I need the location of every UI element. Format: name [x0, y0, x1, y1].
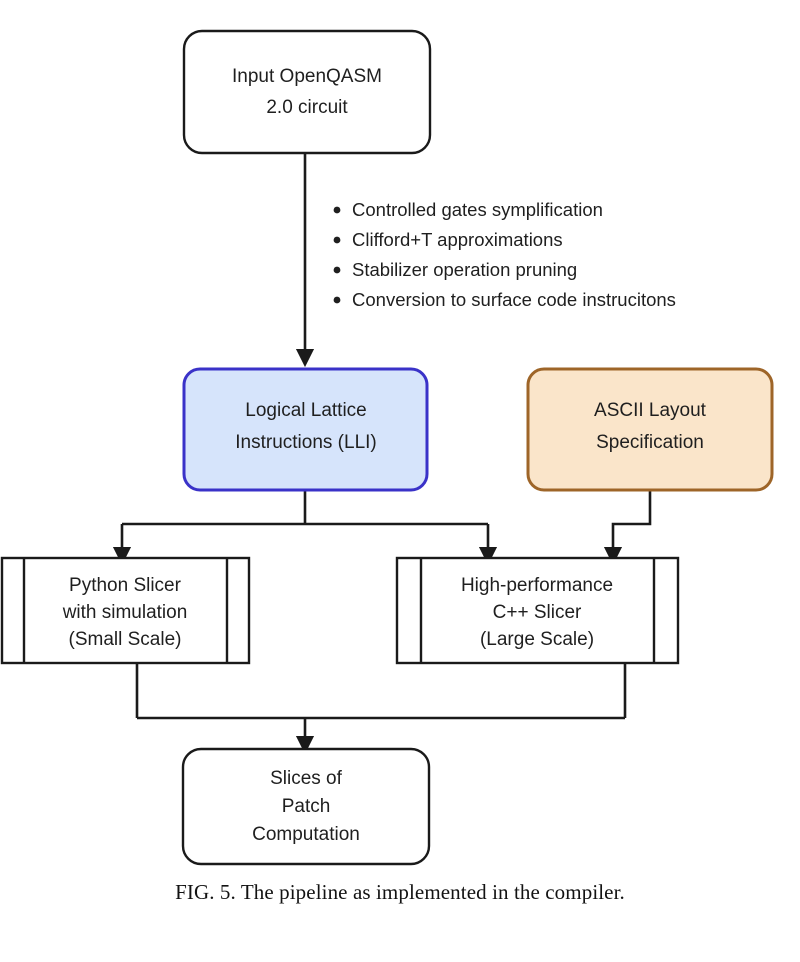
lli-line2: Instructions (LLI): [235, 432, 377, 453]
node-slices-of-patch-computation[interactable]: Slices of Patch Computation: [181, 747, 431, 866]
transform-step-3: Stabilizer operation pruning: [352, 259, 577, 280]
bullet-dot-icon: [333, 266, 341, 274]
transform-step-2: Clifford+T approximations: [352, 229, 563, 250]
slices-shape[interactable]: [181, 747, 431, 866]
slices-line3: Computation: [252, 824, 360, 845]
slices-line2: Patch: [282, 796, 331, 817]
cpp-slicer-line3: (Large Scale): [480, 629, 594, 650]
lli-shape[interactable]: [182, 367, 429, 492]
node-cpp-slicer[interactable]: High-performance C++ Slicer (Large Scale…: [395, 556, 680, 665]
bullet-dot-icon: [333, 296, 341, 304]
node-ascii-layout-specification[interactable]: ASCII Layout Specification: [526, 367, 774, 492]
input-openqasm-shape[interactable]: [182, 29, 432, 155]
input-openqasm-line2: 2.0 circuit: [266, 97, 348, 118]
edge-lli-to-slicers: [112, 490, 498, 566]
ascii-line2: Specification: [596, 432, 704, 453]
python-slicer-line1: Python Slicer: [69, 575, 182, 596]
cpp-slicer-line2: C++ Slicer: [493, 602, 582, 623]
bullet-dot-icon: [333, 206, 341, 214]
figure-caption: FIG. 5. The pipeline as implemented in t…: [175, 880, 625, 904]
ascii-shape[interactable]: [526, 367, 774, 492]
python-slicer-line2: with simulation: [62, 602, 188, 623]
node-input-openqasm[interactable]: Input OpenQASM 2.0 circuit: [182, 29, 432, 155]
slices-line1: Slices of: [270, 768, 343, 789]
lli-line1: Logical Lattice: [245, 400, 366, 421]
input-openqasm-line1: Input OpenQASM: [232, 66, 382, 87]
ascii-line1: ASCII Layout: [594, 400, 707, 421]
node-logical-lattice-instructions[interactable]: Logical Lattice Instructions (LLI): [182, 367, 429, 492]
python-slicer-line3: (Small Scale): [69, 629, 182, 650]
edge-ascii-to-cpp-slicer: [603, 490, 652, 566]
annotation-transform-steps: Controlled gates symplification Clifford…: [333, 199, 676, 310]
bullet-dot-icon: [333, 236, 341, 244]
edge-slicers-to-slices: [135, 663, 627, 755]
cpp-slicer-shape[interactable]: [395, 556, 680, 665]
node-python-slicer[interactable]: Python Slicer with simulation (Small Sca…: [0, 556, 251, 665]
transform-step-4: Conversion to surface code instrucitons: [352, 289, 676, 310]
cpp-slicer-line1: High-performance: [461, 575, 613, 596]
pipeline-flowchart: Input OpenQASM 2.0 circuit Controlled ga…: [0, 29, 774, 866]
transform-step-1: Controlled gates symplification: [352, 199, 603, 220]
python-slicer-shape[interactable]: [0, 556, 251, 665]
